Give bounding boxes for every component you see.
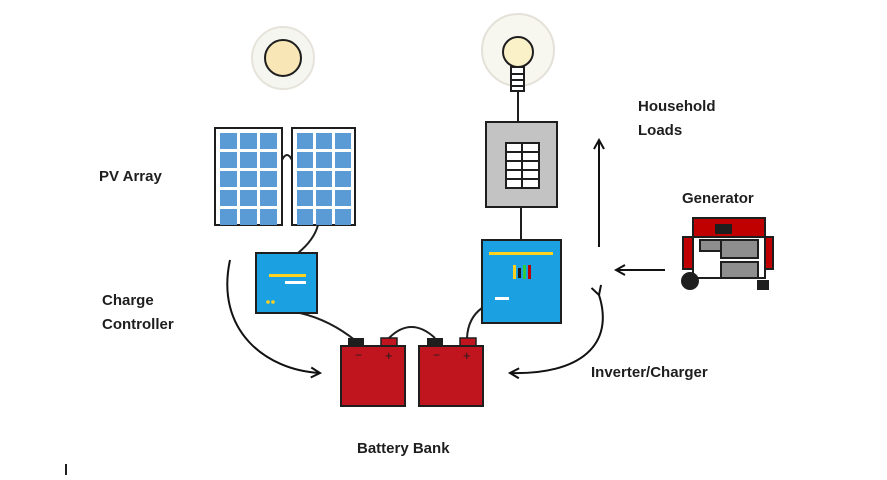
pv-cell [260,133,277,149]
pv-cell [316,133,332,149]
pv-cell [297,190,313,206]
generator-device [681,217,774,290]
pv-cell [335,171,351,187]
sun-icon [251,26,315,90]
pv-cell [240,209,257,225]
pv-cell [220,209,237,225]
panel-link-wire [281,154,293,161]
pv-cell [297,152,313,168]
pv-cell [240,152,257,168]
battery-right [418,337,484,407]
pv-cell [316,190,332,206]
pv-cell [240,190,257,206]
pv-panel-right [291,127,356,226]
controller-to-battery-wire [299,312,357,342]
pv-array-label: PV Array [99,168,162,185]
pv-cell [220,190,237,206]
household-load-panel [485,121,558,208]
pv-cell [335,152,351,168]
controller-label: Controller [102,316,174,333]
pv-cell [335,209,351,225]
battery-left-negative-symbol: − [355,348,362,362]
pv-to-battery-arrow [226,259,320,373]
pv-cell [260,152,277,168]
pv-cell [240,133,257,149]
battery-left [340,337,406,407]
battery-left-positive-symbol: + [385,348,393,363]
pv-cell [260,171,277,187]
inverter-to-battery-wire [466,307,483,339]
battery-bank-label: Battery Bank [357,440,450,457]
pv-cell [260,209,277,225]
battery-right-positive-symbol: + [463,348,471,363]
pv-cell [316,152,332,168]
charge-label: Charge [102,292,154,309]
pv-cell [316,171,332,187]
charge-controller-device [255,252,318,314]
battery-right-negative-symbol: − [433,348,440,362]
battery-link-wire [388,326,436,339]
pv-cell [297,133,313,149]
light-bulb-icon [481,13,555,121]
pv-cell [240,171,257,187]
household-label: Household [638,98,716,115]
inverter-charger-label: Inverter/Charger [591,364,708,381]
pv-cell [297,209,313,225]
pv-cell [220,171,237,187]
inverter-charger-device [481,239,562,324]
pv-cell [297,171,313,187]
inverter-battery-bidirectional-arrow [510,295,604,373]
pv-cell [220,133,237,149]
pv-cell [316,209,332,225]
pv-cell [220,152,237,168]
pv-cell [260,190,277,206]
pv-panel-left [214,127,283,226]
pv-to-controller-wire [297,224,319,254]
pv-cell [335,190,351,206]
loads-label: Loads [638,122,683,139]
pv-cell [335,133,351,149]
generator-label: Generator [682,190,754,207]
